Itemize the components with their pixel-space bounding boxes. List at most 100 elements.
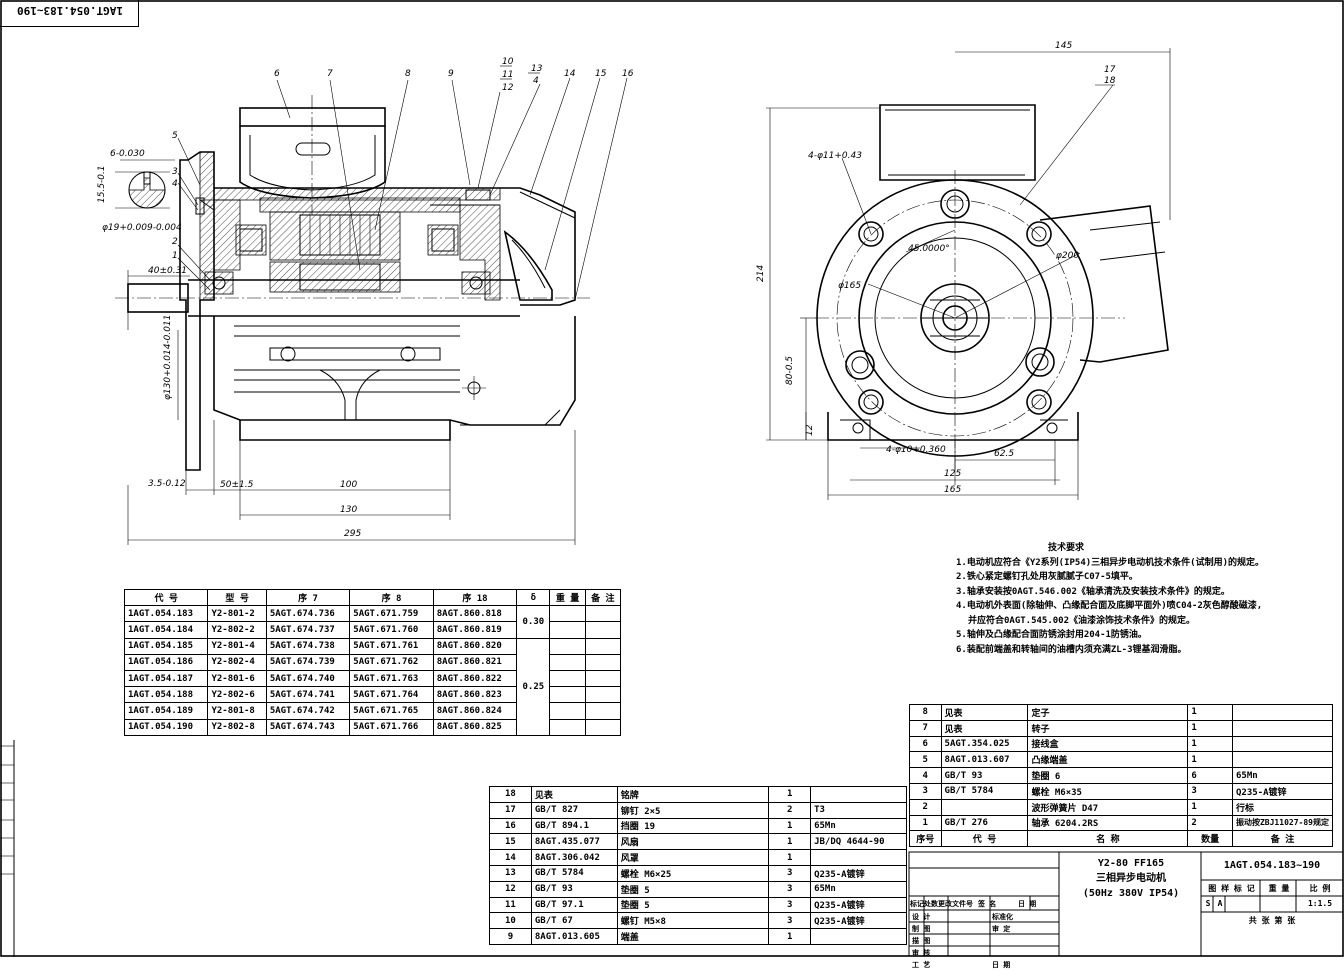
cell: 11 <box>489 896 532 914</box>
cell: 垫圈 5 <box>616 880 770 898</box>
cell: 凸缘端盖 <box>1027 751 1189 769</box>
cell: 1 <box>768 928 812 945</box>
vh-seq7: 序 7 <box>265 588 351 607</box>
top-lug <box>940 189 970 219</box>
motor-frame <box>213 316 576 426</box>
sign-check: 审 核 <box>912 949 931 957</box>
cell: 8AGT.860.824 <box>432 702 518 720</box>
cell: 5AGT.671.761 <box>349 637 434 655</box>
rotor-core <box>269 261 401 293</box>
cell: Y2-802-6 <box>207 686 267 704</box>
balloon-10: 10 <box>502 57 514 67</box>
dim-spigot: φ165 <box>838 281 861 291</box>
cell <box>1231 751 1334 769</box>
cell: Q235-A镀锌 <box>810 864 907 882</box>
cell: 8AGT.860.818 <box>432 605 518 623</box>
cell: 14 <box>489 849 532 866</box>
cell: 风罩 <box>616 849 770 866</box>
balloon-8: 8 <box>405 69 411 79</box>
tech-req-item: 1.电动机应符合《Y2系列(IP54)三相异步电动机技术条件(试制用)的规定。 <box>956 557 1265 568</box>
flange-hole-1 <box>858 221 884 247</box>
cell: 5AGT.671.762 <box>349 653 434 671</box>
cell: 1AGT.054.184 <box>123 621 209 639</box>
cell: 3 <box>1187 782 1233 800</box>
scale-label: 比 例 <box>1309 884 1331 893</box>
sheets-label: 共 张 第 张 <box>1248 916 1296 925</box>
cell: GB/T 5784 <box>940 782 1029 800</box>
dim-flange-holes: 4-φ11+0.43 <box>808 151 862 161</box>
dim-125: 125 <box>944 469 961 479</box>
cell: 1 <box>1187 735 1233 753</box>
vh-seq18: 序 18 <box>432 588 518 607</box>
cell: 5AGT.671.760 <box>349 621 434 639</box>
cell <box>549 686 586 704</box>
delta-030: 0.30 <box>516 605 551 639</box>
terminal-box-lid <box>239 107 386 127</box>
cell: Q235-A镀锌 <box>1231 782 1334 800</box>
cell: 13 <box>489 864 532 882</box>
balloon-12: 12 <box>502 83 514 93</box>
cell: GB/T 5784 <box>530 864 618 882</box>
cell: 5AGT.671.766 <box>349 718 434 736</box>
sign-process: 工 艺 <box>912 961 931 969</box>
cell <box>549 605 586 623</box>
cell: 风扇 <box>616 833 770 851</box>
title-block-name: Y2-80 FF165 三相异步电动机 (50Hz 380V IP54) <box>1062 856 1200 901</box>
dim-214: 214 <box>756 265 766 282</box>
vh-weight: 重 量 <box>549 588 586 607</box>
cell: 1 <box>1187 798 1233 816</box>
cell: 2 <box>909 798 942 816</box>
cell: 8 <box>909 704 942 721</box>
balloon-6: 6 <box>274 69 280 79</box>
cell: 3 <box>768 912 812 930</box>
rev-sign: 签 名 <box>978 900 997 908</box>
cell: 5AGT.671.759 <box>349 605 434 623</box>
cell: Y2-801-8 <box>207 702 267 720</box>
rev-mark: 标记 <box>910 900 924 908</box>
cell: 5AGT.671.763 <box>349 669 434 688</box>
cell: 8AGT.013.607 <box>940 751 1029 769</box>
cell: 端盖 <box>616 928 770 945</box>
scale-value: 1:1.5 <box>1307 899 1333 908</box>
tech-req-title: 技术要求 <box>1048 543 1085 553</box>
cell: 5AGT.674.743 <box>265 718 351 736</box>
balloon-4: 4 <box>172 179 178 189</box>
cell: 8AGT.860.821 <box>432 653 518 671</box>
title-drawing-number: 1AGT.054.183~190 <box>1223 860 1321 871</box>
sign-standard: 标准化 <box>992 913 1013 921</box>
cell: 1AGT.054.187 <box>123 669 209 688</box>
cell <box>549 669 586 688</box>
spigot-165 <box>858 221 1052 415</box>
tech-req-item: 5.轴伸及凸缘配合面防锈涂封用204-1防锈油。 <box>956 630 1147 640</box>
vh-code: 代 号 <box>123 588 209 607</box>
cell <box>584 653 622 671</box>
tech-req-item: 并应符合0AGT.545.002《油漆涂饰技术条件》的规定。 <box>968 615 1196 626</box>
fan-cover <box>214 187 576 306</box>
balloon-1: 1 <box>172 251 178 261</box>
cell: 6 <box>1187 767 1233 784</box>
cell: 8AGT.013.605 <box>530 928 618 945</box>
dim-spigot-depth: 3.5-0.12 <box>148 479 186 489</box>
cell: 3 <box>768 864 812 882</box>
fan <box>503 230 553 301</box>
technical-requirements: 技术要求 1.电动机应符合《Y2系列(IP54)三相异步电动机技术条件(试制用)… <box>956 541 1264 657</box>
dim-12: 12 <box>805 424 815 436</box>
weight-label: 重 量 <box>1268 884 1290 893</box>
tech-req-item: 6.装配前端盖和转轴间的油槽内须充满ZL-3锂基润滑脂。 <box>956 644 1187 655</box>
cell: 5AGT.674.739 <box>265 653 351 671</box>
cell: 螺栓 M6×25 <box>616 864 770 882</box>
cell: 15 <box>489 833 532 851</box>
cell: Y2-801-4 <box>207 637 267 655</box>
cell: 5AGT.674.737 <box>265 621 351 639</box>
dim-62-5: 62.5 <box>994 449 1014 459</box>
cell: Q235-A镀锌 <box>810 896 907 914</box>
end-feet <box>827 412 1079 441</box>
